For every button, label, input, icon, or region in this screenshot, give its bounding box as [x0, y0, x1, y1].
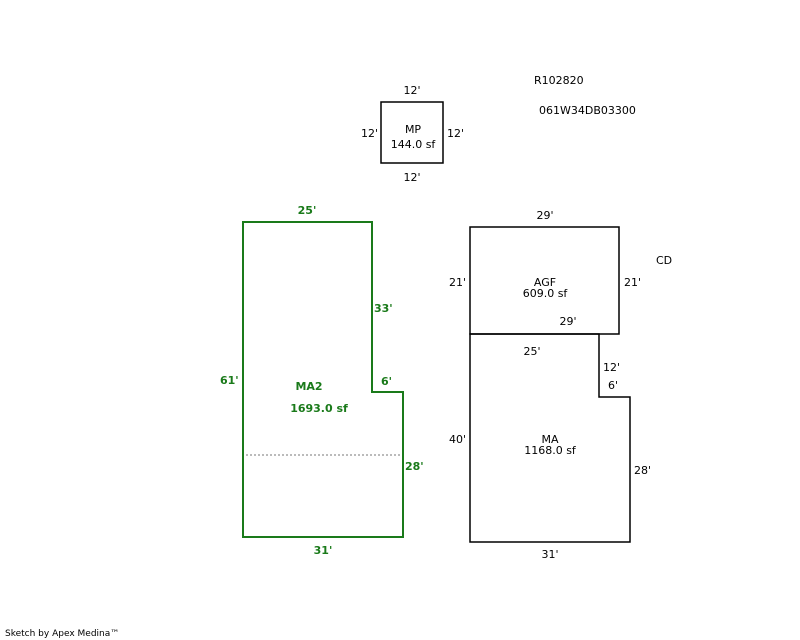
ma-top-dimension: 25': [523, 345, 540, 358]
mp-top-dimension: 12': [403, 84, 420, 97]
ma-bottom-dimension: 31': [541, 548, 558, 561]
ma2-upper-right-dimension: 33': [374, 302, 393, 315]
mp-left-dimension: 12': [361, 127, 378, 140]
ma2-top-dimension: 25': [298, 204, 317, 217]
sketch-credit: Sketch by Apex Medina™: [5, 629, 119, 639]
ma2-area-size: 1693.0 sf: [290, 402, 348, 415]
mp-area-outline: [380, 101, 444, 164]
ma2-left-dimension: 61': [220, 374, 239, 387]
account-number: R102820: [534, 74, 584, 87]
ma2-notch-dimension: 6': [381, 375, 392, 388]
ma2-area-code: MA2: [295, 380, 322, 393]
agf-bottom-dimension: 29': [559, 315, 576, 328]
ma2-lower-right-dimension: 28': [405, 460, 424, 473]
mp-bottom-dimension: 12': [403, 171, 420, 184]
ma-right-dimension: 28': [634, 464, 651, 477]
ma-step-over-dimension: 6': [608, 379, 618, 392]
ma-area-code: MA: [541, 433, 558, 446]
ma-area-size: 1168.0 sf: [524, 444, 577, 457]
agf-top-dimension: 29': [536, 209, 553, 222]
mp-area-size: 144.0 sf: [391, 138, 437, 151]
ma-left-dimension: 40': [449, 433, 466, 446]
agf-area-code: AGF: [534, 276, 556, 289]
agf-right-dimension: 21': [624, 276, 641, 289]
map-tax-lot: 061W34DB03300: [539, 104, 636, 117]
ma2-bottom-dimension: 31': [314, 544, 333, 557]
mp-right-dimension: 12': [447, 127, 464, 140]
cd-area-code: CD: [656, 254, 672, 267]
ma-area-outline: [469, 333, 631, 543]
mp-area-code: MP: [405, 123, 421, 136]
ma-step-down-dimension: 12': [603, 361, 620, 374]
agf-left-dimension: 21': [449, 276, 466, 289]
ma2-area-outline: [242, 221, 404, 538]
agf-area-size: 609.0 sf: [523, 287, 569, 300]
